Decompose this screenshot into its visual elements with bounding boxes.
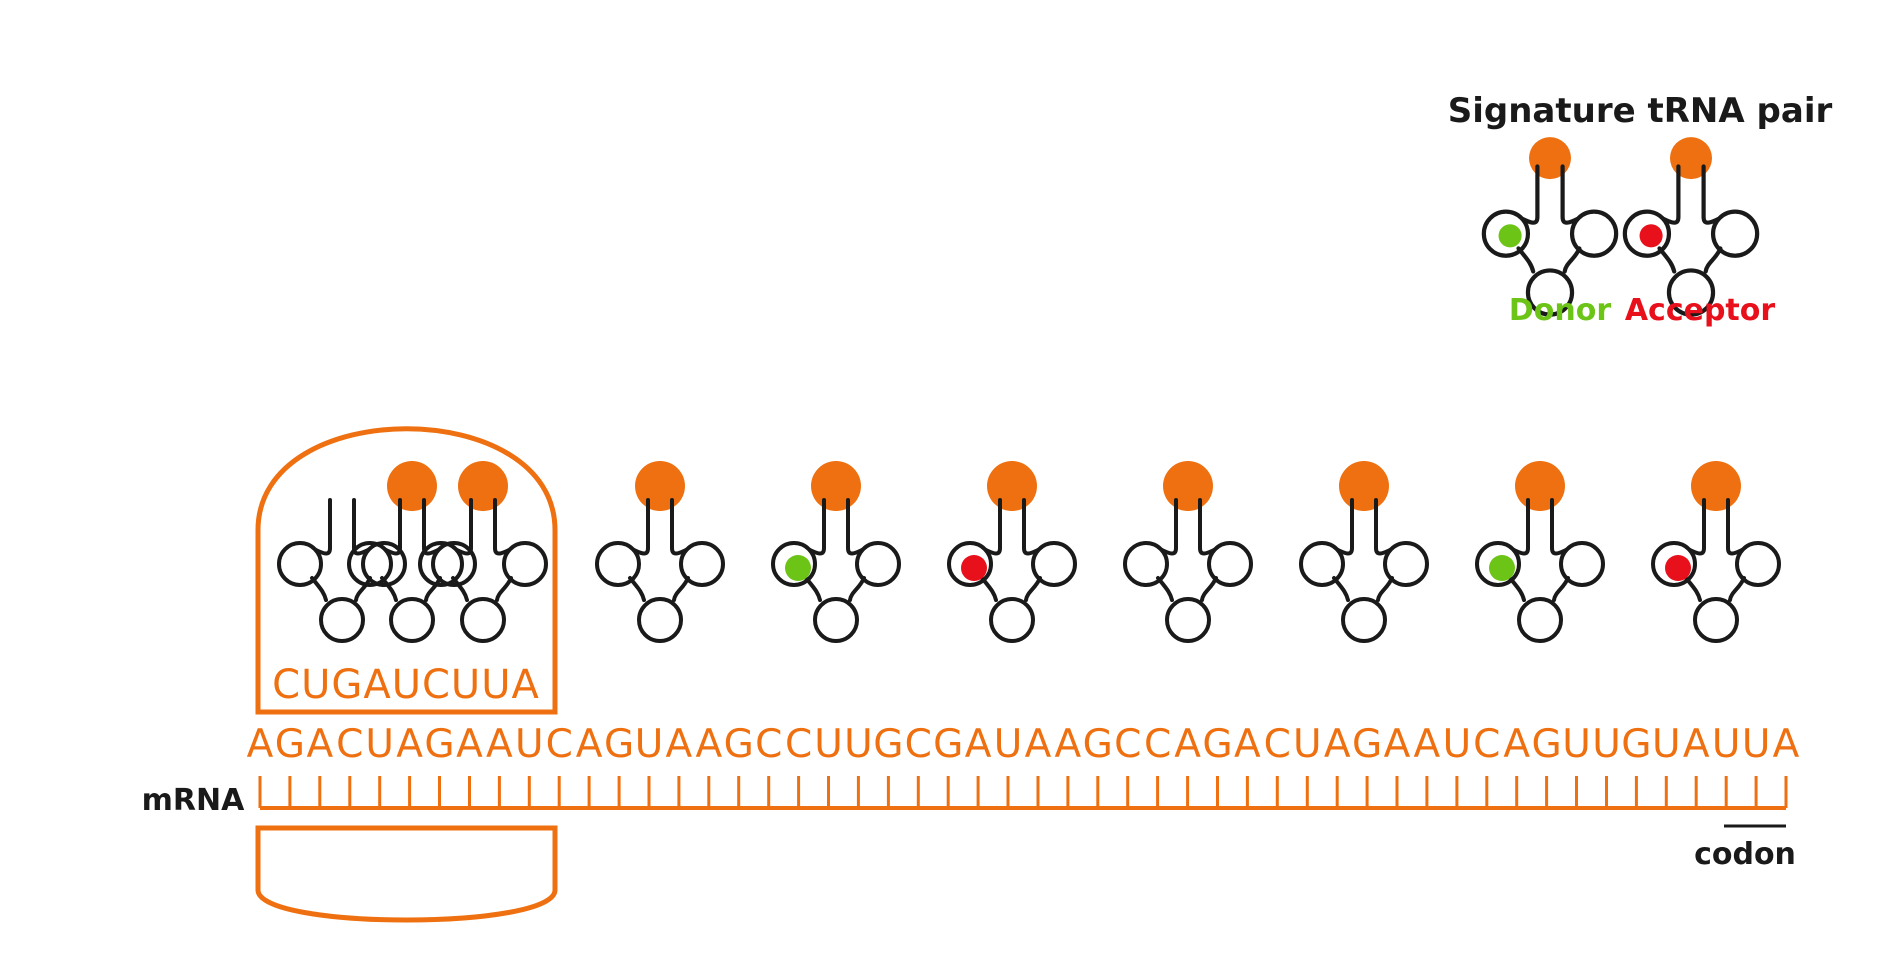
ribosome-small-subunit <box>255 825 558 923</box>
mrna-ticks <box>258 776 1788 808</box>
mrna-nucleotide: A <box>1174 722 1201 767</box>
mrna-nucleotide: A <box>695 722 722 767</box>
donor-marker <box>785 555 811 581</box>
amino-acid-ball <box>387 461 437 511</box>
donor-marker <box>1489 555 1515 581</box>
mrna-nucleotide: A <box>1683 722 1710 767</box>
mrna-nucleotide: G <box>604 722 634 767</box>
free-trna <box>1651 461 1781 643</box>
free-trna <box>947 461 1077 643</box>
mrna-nucleotide: G <box>1083 722 1113 767</box>
free-trna-row <box>595 461 1781 643</box>
mrna-nucleotide: U <box>1742 722 1771 767</box>
free-trna <box>595 461 725 643</box>
mrna-nucleotide: C <box>1144 722 1171 767</box>
mrna-nucleotide: A <box>1414 722 1441 767</box>
mrna-nucleotide: C <box>336 722 363 767</box>
mrna-nucleotide: A <box>247 722 274 767</box>
acceptor-marker <box>1639 224 1663 248</box>
mrna-nucleotide: U <box>844 722 873 767</box>
legend: Signature tRNA pair Donor Acceptor <box>1448 91 1833 328</box>
mrna-label: mRNA <box>142 783 245 818</box>
mrna-nucleotide: C <box>905 722 932 767</box>
mrna-nucleotide: G <box>1621 722 1651 767</box>
mrna-nucleotide: A <box>666 722 693 767</box>
bound-trna <box>347 461 477 643</box>
acceptor-marker <box>961 555 987 581</box>
mrna-nucleotide: U <box>635 722 664 767</box>
mrna-nucleotide: U <box>814 722 843 767</box>
mrna-nucleotide: G <box>873 722 903 767</box>
amino-acid-ball <box>635 461 685 511</box>
mrna-nucleotide: G <box>724 722 754 767</box>
legend-acceptor-trna <box>1625 137 1757 314</box>
mrna-nucleotide: A <box>456 722 483 767</box>
donor-marker <box>1498 224 1522 248</box>
mrna-nucleotide: C <box>546 722 573 767</box>
free-trna <box>1123 461 1253 643</box>
mrna-nucleotide: G <box>1352 722 1382 767</box>
mrna-nucleotide: U <box>1293 722 1322 767</box>
mrna-nucleotide: C <box>755 722 782 767</box>
amino-acid-ball <box>811 461 861 511</box>
legend-donor-trna <box>1484 137 1616 314</box>
mrna-nucleotide: C <box>1264 722 1291 767</box>
mrna-nucleotide: A <box>1384 722 1411 767</box>
mrna-nucleotide: U <box>1592 722 1621 767</box>
mrna-nucleotide: U <box>515 722 544 767</box>
mrna-nucleotide: U <box>1562 722 1591 767</box>
legend-title: Signature tRNA pair <box>1448 91 1833 131</box>
mrna-nucleotide: U <box>994 722 1023 767</box>
mrna-nucleotide: U <box>1712 722 1741 767</box>
mrna-nucleotide: A <box>1773 722 1800 767</box>
amino-acid-ball <box>458 461 508 511</box>
mrna-nucleotide: G <box>933 722 963 767</box>
mrna-nucleotide: G <box>1202 722 1232 767</box>
mrna-nucleotide: C <box>785 722 812 767</box>
mrna-nucleotide: G <box>1531 722 1561 767</box>
mrna-nucleotide: A <box>576 722 603 767</box>
legend-donor-label: Donor <box>1509 293 1611 328</box>
mrna-nucleotide: U <box>1652 722 1681 767</box>
free-trna <box>1299 461 1429 643</box>
amino-acid-ball <box>1163 461 1213 511</box>
legend-acceptor-label: Acceptor <box>1625 293 1776 328</box>
bound-trna <box>277 498 407 643</box>
mrna-nucleotide: A <box>1503 722 1530 767</box>
mrna-nucleotide: U <box>365 722 394 767</box>
amino-acid-ball <box>1515 461 1565 511</box>
mrna-nucleotide: U <box>1443 722 1472 767</box>
mrna-nucleotide: A <box>1234 722 1261 767</box>
mrna-nucleotide: G <box>275 722 305 767</box>
mrna-nucleotide: A <box>1025 722 1052 767</box>
mrna-nucleotide: G <box>424 722 454 767</box>
mrna-nucleotide: A <box>306 722 333 767</box>
free-trna <box>1475 461 1605 643</box>
mrna-nucleotide: A <box>1055 722 1082 767</box>
mrna-nucleotide: C <box>1114 722 1141 767</box>
amino-acid-ball <box>1691 461 1741 511</box>
amino-acid-ball <box>987 461 1037 511</box>
bound-trna <box>418 461 548 643</box>
codon-label: codon <box>1694 837 1796 872</box>
mrna-nucleotide: A <box>486 722 513 767</box>
ribosome: CUGAUCUUA <box>255 426 558 923</box>
mrna-nucleotide: A <box>396 722 423 767</box>
mrna-nucleotide: A <box>1324 722 1351 767</box>
mrna-nucleotide: A <box>965 722 992 767</box>
free-trna <box>771 461 901 643</box>
ribosome-large-subunit <box>255 426 558 715</box>
bound-anticodon-sequence: CUGAUCUUA <box>272 662 540 708</box>
amino-acid-ball <box>1339 461 1389 511</box>
acceptor-marker <box>1665 555 1691 581</box>
mrna-nucleotide: C <box>1473 722 1500 767</box>
